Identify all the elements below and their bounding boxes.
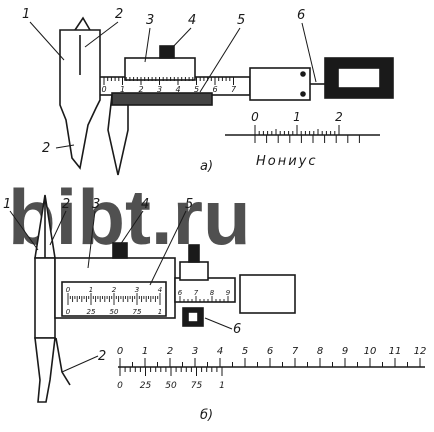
caption-a: а) [200,159,213,174]
window-b-ticks [67,293,161,305]
window-b-top-digit: 1 [89,286,93,294]
caliper-b [34,194,425,403]
scale-b-bottom-digit: 1 [219,381,225,391]
label-b-2-top: 2 [62,197,70,212]
caliper-a-sliding-frame [124,57,196,81]
vernier-a-digit: 2 [335,110,343,124]
scale-b-top-digit: 3 [192,346,198,357]
scale-b-top-digit: 9 [342,346,348,357]
window-b-bottom-digit: 0 [66,308,71,316]
caption-b: б) [200,408,213,423]
window-b-top-digit: 2 [112,286,117,294]
scale-b-bottom-digit: 25 [140,381,152,391]
scale-b-bottom-digit: 0 [117,381,123,391]
vernier-caption: Нониус [256,154,318,169]
label-b-2-bottom: 2 [98,349,106,364]
caliper-b-beam-end [239,274,296,314]
scale-a-digit: 7 [231,85,237,94]
beam-b-digit: 7 [194,289,199,297]
scale-b-top-digit: 10 [364,346,377,357]
vernier-a-digit: 0 [251,110,259,124]
scale-b-bottom-digit: 50 [165,381,177,391]
scale-b-top-digit: 4 [217,346,223,357]
window-b-bottom-digit: 75 [133,308,142,316]
label-b-6: 6 [233,322,241,337]
caliper-a-movable-jaw [107,94,129,176]
scale-b-bottom-digit: 75 [191,381,203,391]
window-b-digits: 0 1 2 3 4 0 25 50 75 1 [66,286,162,316]
beam-b-digit: 6 [178,289,183,297]
window-b-bottom-digit: 50 [110,308,119,316]
beam-b-digit: 9 [226,289,231,297]
label-b-3: 3 [92,197,100,212]
caliper-a-scale-digits: 0 1 2 3 4 5 6 7 [101,85,237,94]
caliper-a [59,16,394,176]
scale-b-top-digit: 1 [142,346,148,357]
scale-a-digit: 2 [138,85,143,94]
vernier-a-ticks [254,125,360,143]
caliper-b-beam [174,277,236,303]
window-b-bottom-digit: 1 [158,308,162,316]
caliper-a-fixed-jaw [59,29,101,170]
scale-b-top-digit: 6 [267,346,273,357]
label-a-4: 4 [188,13,196,28]
caliper-b-clamp-screw [112,242,128,259]
label-a-2-bottom: 2 [42,141,50,156]
scale-a-digit: 0 [101,85,106,94]
caliper-a-vernier-plate [111,92,213,106]
label-a-2-top: 2 [115,7,123,22]
scale-a-digit: 6 [212,85,217,94]
scale-b-top-digit: 5 [242,346,248,357]
label-a-3: 3 [146,13,154,28]
scale-a-digit: 4 [175,85,180,94]
window-b-top-digit: 0 [66,286,71,294]
beam-b-digit: 8 [210,289,215,297]
caliper-b-micro-feed [179,261,209,281]
caliper-a-beam-extension [249,67,311,101]
scale-b-ticks [119,358,421,376]
label-b-5: 5 [185,197,193,212]
label-a-6: 6 [297,8,305,23]
window-b-bottom-digit: 25 [87,308,96,316]
label-b-4: 4 [141,197,149,212]
window-b-top-digit: 4 [158,286,162,294]
scale-b-top-digit: 8 [317,346,323,357]
caliper-a-scale-ticks [103,77,234,85]
scale-a-digit: 1 [120,85,125,94]
scale-b-top-digit: 11 [389,346,402,357]
scale-a-digit: 3 [157,85,162,94]
beam-b-ticks [179,296,229,302]
vernier-a-digit: 1 [293,110,301,124]
scale-b-top-digit: 12 [414,346,427,357]
caliper-b-labels: 1 2 3 4 5 6 2 б) [3,197,241,423]
beam-b-digits: 6 7 8 9 [178,289,231,297]
caliper-a-labels: 1 2 3 4 5 6 2 Нониус а) [22,7,318,174]
caliper-b-lower-jaws [34,337,56,403]
scale-b-top-digit: 7 [292,346,299,357]
scale-b-top-digit: 0 [117,346,123,357]
label-b-1: 1 [3,197,11,212]
caliper-b-body [34,257,56,339]
label-a-5: 5 [237,13,245,28]
scale-a-digit: 5 [194,85,199,94]
label-a-1: 1 [22,7,30,22]
window-b-top-digit: 3 [135,286,139,294]
vernier-a-digits: 0 1 2 [251,110,343,124]
scale-b-top-digit: 2 [167,346,173,357]
caliper-a-upper-jaw [74,16,91,31]
